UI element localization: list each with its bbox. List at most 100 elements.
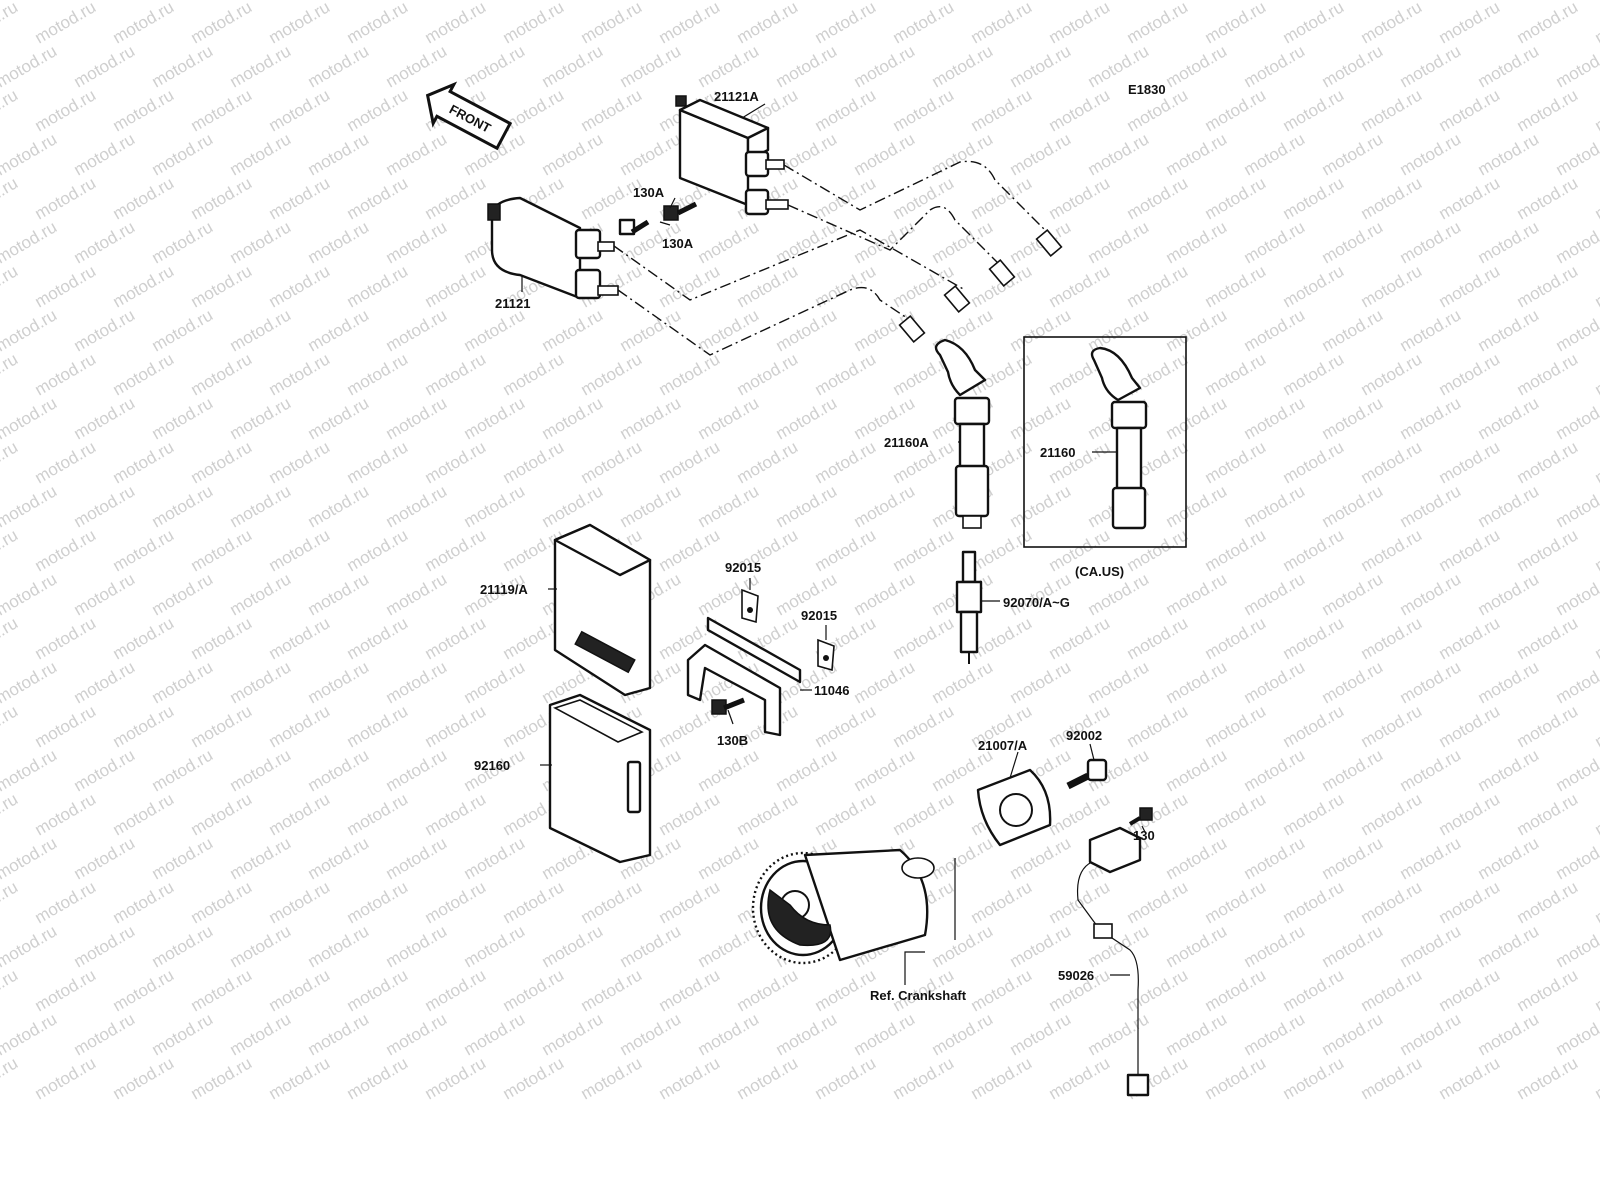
watermark-text: motod.ru [383, 481, 451, 531]
watermark-text: motod.ru [1397, 481, 1465, 531]
watermark-text: motod.ru [0, 349, 21, 399]
watermark-text: motod.ru [1319, 569, 1387, 619]
watermark-text: motod.ru [305, 569, 373, 619]
watermark-text: motod.ru [812, 437, 880, 487]
watermark-text: motod.ru [0, 1053, 21, 1103]
watermark-text: motod.ru [1553, 1009, 1600, 1059]
watermark-text: motod.ru [890, 1053, 958, 1103]
watermark-text: motod.ru [1007, 833, 1075, 883]
watermark-text: motod.ru [617, 1009, 685, 1059]
label-59026: 59026 [1058, 968, 1094, 983]
watermark-text: motod.ru [110, 1053, 178, 1103]
watermark-text: motod.ru [461, 1009, 529, 1059]
watermark-text: motod.ru [1358, 1053, 1426, 1103]
watermark-text: motod.ru [0, 481, 60, 531]
watermark-text: motod.ru [227, 217, 295, 267]
watermark-text: motod.ru [812, 85, 880, 135]
watermark-text: motod.ru [71, 393, 139, 443]
watermark-text: motod.ru [422, 613, 490, 663]
watermark-text: motod.ru [812, 173, 880, 223]
watermark-text: motod.ru [422, 525, 490, 575]
watermark-text: motod.ru [266, 525, 334, 575]
ht-lead-3 [613, 229, 966, 301]
watermark-text: motod.ru [1202, 877, 1270, 927]
watermark-text: motod.ru [890, 173, 958, 223]
watermark-text: motod.ru [695, 833, 763, 883]
ht-lead-1 [783, 160, 1051, 236]
watermark-text: motod.ru [227, 569, 295, 619]
watermark-text: motod.ru [71, 833, 139, 883]
watermark-text: motod.ru [1358, 877, 1426, 927]
watermark-text: motod.ru [1007, 393, 1075, 443]
watermark-text: motod.ru [1163, 393, 1231, 443]
watermark-text: motod.ru [695, 41, 763, 91]
watermark-text: motod.ru [110, 877, 178, 927]
watermark-text: motod.ru [0, 173, 21, 223]
watermark-text: motod.ru [0, 305, 60, 355]
watermark-text: motod.ru [656, 437, 724, 487]
bolt-130a-top [663, 201, 698, 221]
watermark-text: motod.ru [734, 437, 802, 487]
watermark-text: motod.ru [1163, 41, 1231, 91]
watermark-text: motod.ru [1553, 921, 1600, 971]
watermark-text: motod.ru [1514, 789, 1582, 839]
watermark-text: motod.ru [1202, 789, 1270, 839]
watermark-text: motod.ru [929, 921, 997, 971]
watermark-text: motod.ru [1397, 921, 1465, 971]
watermark-text: motod.ru [461, 833, 529, 883]
watermark-text: motod.ru [422, 349, 490, 399]
watermark-text: motod.ru [1397, 657, 1465, 707]
watermark-text: motod.ru [71, 481, 139, 531]
watermark-text: motod.ru [422, 261, 490, 311]
watermark-text: motod.ru [851, 41, 919, 91]
watermark-text: motod.ru [1592, 789, 1600, 839]
watermark-text: motod.ru [695, 1009, 763, 1059]
watermark-text: motod.ru [695, 481, 763, 531]
watermark-text: motod.ru [1124, 525, 1192, 575]
watermark-text: motod.ru [1163, 1009, 1231, 1059]
watermark-text: motod.ru [110, 85, 178, 135]
watermark-text: motod.ru [1514, 173, 1582, 223]
watermark-text: motod.ru [266, 0, 334, 47]
watermark-text: motod.ru [1046, 701, 1114, 751]
watermark-text: motod.ru [812, 525, 880, 575]
watermark-text: motod.ru [1319, 41, 1387, 91]
watermark-text: motod.ru [1553, 657, 1600, 707]
watermark-text: motod.ru [500, 965, 568, 1015]
ht-lead-4 [617, 286, 911, 356]
watermark-text: motod.ru [1553, 833, 1600, 883]
watermark-text: motod.ru [32, 173, 100, 223]
watermark-text: motod.ru [1241, 833, 1309, 883]
watermark-text: motod.ru [1046, 261, 1114, 311]
watermark-text: motod.ru [1124, 877, 1192, 927]
watermark-text: motod.ru [734, 349, 802, 399]
watermark-text: motod.ru [1358, 613, 1426, 663]
watermark-text: motod.ru [773, 129, 841, 179]
watermark-text: motod.ru [1514, 613, 1582, 663]
watermark-text: motod.ru [1085, 657, 1153, 707]
watermark-text: motod.ru [1319, 657, 1387, 707]
watermark-text: motod.ru [1319, 1009, 1387, 1059]
watermark-text: motod.ru [539, 305, 607, 355]
watermark-text: motod.ru [578, 85, 646, 135]
watermark-text: motod.ru [32, 965, 100, 1015]
watermark-text: motod.ru [1202, 1053, 1270, 1103]
watermark-text: motod.ru [422, 0, 490, 47]
watermark-text: motod.ru [500, 85, 568, 135]
watermark-text: motod.ru [656, 1053, 724, 1103]
watermark-text: motod.ru [890, 613, 958, 663]
watermark-text: motod.ru [344, 349, 412, 399]
watermark-text: motod.ru [773, 305, 841, 355]
watermark-text: motod.ru [1280, 261, 1348, 311]
watermark-text: motod.ru [71, 745, 139, 795]
watermark-text: motod.ru [1319, 833, 1387, 883]
watermark-text: motod.ru [773, 481, 841, 531]
watermark-text: motod.ru [32, 525, 100, 575]
watermark-text: motod.ru [188, 173, 256, 223]
watermark-text: motod.ru [1358, 261, 1426, 311]
watermark-text: motod.ru [149, 217, 217, 267]
watermark-text: motod.ru [1358, 349, 1426, 399]
plug-cap-a [934, 338, 991, 529]
watermark-text: motod.ru [812, 1053, 880, 1103]
watermark-text: motod.ru [188, 877, 256, 927]
